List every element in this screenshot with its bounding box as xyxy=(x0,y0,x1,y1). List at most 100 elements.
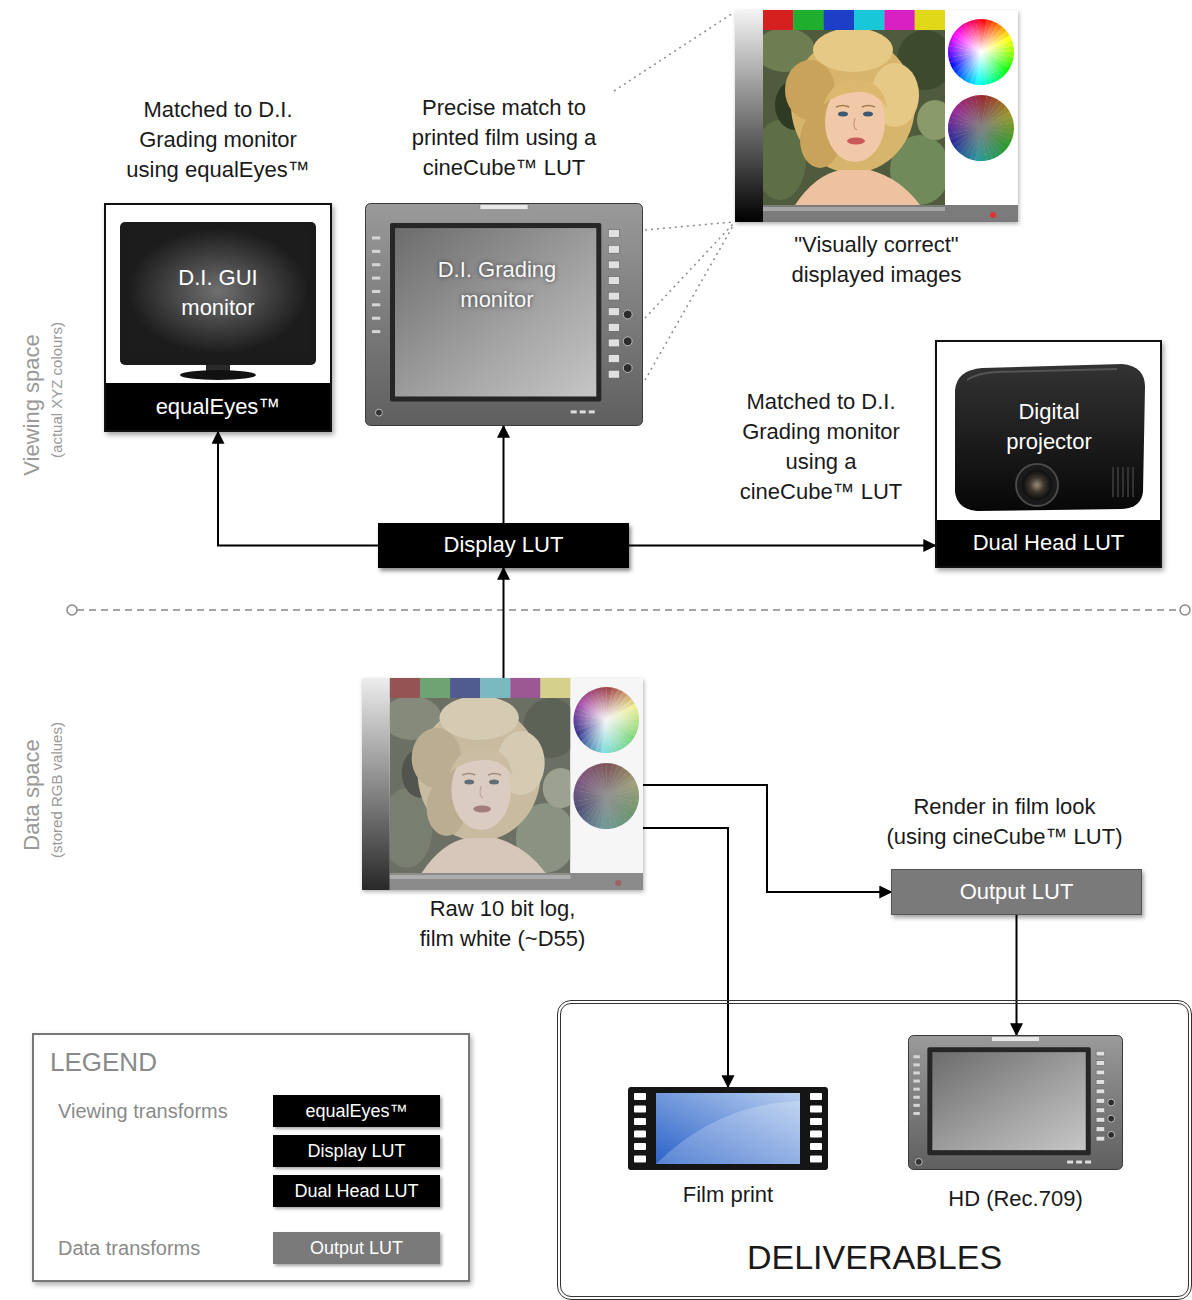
pro-illustration-part xyxy=(1096,1070,1105,1075)
proj-illustration-part xyxy=(1112,467,1114,497)
pro-illustration-part xyxy=(1108,1115,1115,1122)
photo-illustration-part xyxy=(813,30,893,72)
text-anchor: D.I. Grading monitor xyxy=(407,255,587,315)
legend-label: Output LUT xyxy=(273,1232,440,1264)
pro-illustration-part xyxy=(913,1104,919,1107)
pro-illustration-part xyxy=(372,236,380,239)
film-illustration-part xyxy=(628,1087,828,1170)
photo-illustration-part xyxy=(945,10,1018,205)
pro-illustration-part xyxy=(1108,1131,1115,1138)
pro-illustration-part xyxy=(608,370,619,378)
photo-illustration xyxy=(362,678,643,890)
photo-illustration-part xyxy=(362,678,643,890)
bar-label: equalEyes™ xyxy=(106,392,330,422)
proj-illustration-part xyxy=(1127,467,1129,497)
photo-illustration-part xyxy=(763,10,794,30)
photo-illustration-part xyxy=(543,768,571,808)
monitor-icon: HD (Rec.709) xyxy=(908,1035,1123,1170)
photo-illustration-part xyxy=(571,678,643,873)
proj-illustration-part xyxy=(1117,467,1119,497)
photo-illustration-part xyxy=(450,678,480,698)
photo-illustration-part xyxy=(420,678,450,698)
legend-swatch: equalEyes™ xyxy=(273,1095,440,1127)
lut-box: Render in film look (using cineCube™ LUT… xyxy=(891,869,1142,915)
gui-illustration-part xyxy=(180,370,256,380)
photo-illustration-part xyxy=(390,698,571,873)
node-heading: Precise match to printed film using a ci… xyxy=(410,93,598,183)
pro-illustration-part xyxy=(1096,1080,1105,1085)
photo-illustration-part xyxy=(795,170,920,205)
photo-illustration xyxy=(735,10,1018,222)
pro-illustration-part xyxy=(372,277,380,280)
photo-illustration-part xyxy=(489,780,499,785)
space-separator xyxy=(67,605,1190,615)
image-panel: Raw 10 bit log, film white (~D55) xyxy=(362,678,643,890)
photo-illustration-part xyxy=(915,10,946,30)
photo-illustration-part xyxy=(439,698,518,740)
legend-title: LEGEND xyxy=(50,1045,157,1079)
pro-illustration-part xyxy=(390,223,601,401)
photo-illustration-part xyxy=(793,10,824,30)
pro-illustration-part xyxy=(608,292,619,300)
film-illustration-part xyxy=(656,1093,800,1164)
text-anchor: Raw 10 bit log, film white (~D55) xyxy=(415,894,590,954)
pro-illustration-part xyxy=(913,1063,919,1066)
photo-illustration-part xyxy=(390,873,643,890)
pro-illustration-part xyxy=(913,1055,919,1058)
photo-illustration-part xyxy=(615,880,621,886)
legend-swatch: Dual Head LUT xyxy=(273,1175,440,1207)
pro-illustration-part xyxy=(608,277,619,285)
text-anchor: D.I. GUI monitor xyxy=(153,263,283,323)
pro-illustration-part xyxy=(608,308,619,316)
photo-illustration-part xyxy=(948,95,1014,161)
photo-illustration-part xyxy=(884,10,915,30)
film-illustration xyxy=(628,1087,828,1170)
photo-illustration-part xyxy=(449,747,513,776)
photo-illustration-part xyxy=(362,678,643,890)
text-anchor: DELIVERABLES xyxy=(561,1235,1188,1279)
pro-illustration-part xyxy=(913,1112,919,1115)
lut-box: Display LUT xyxy=(378,523,629,568)
photo-illustration-part xyxy=(763,207,945,211)
pro-illustration-part xyxy=(1067,1161,1073,1164)
pro-illustration-part xyxy=(608,323,619,331)
arrow-connector xyxy=(503,426,505,523)
film-illustration-part xyxy=(634,1093,646,1100)
photo-illustration-part xyxy=(390,678,420,698)
lut-label: Display LUT xyxy=(378,530,629,560)
space-sublabel: (actual XYZ colours) xyxy=(47,322,67,458)
photo-illustration-part xyxy=(990,212,996,218)
pro-illustration-part xyxy=(1108,1099,1115,1106)
space-label: Data space xyxy=(17,739,46,850)
bar-label: Dual Head LUT xyxy=(937,528,1160,558)
legend-swatch: Output LUT xyxy=(273,1232,440,1264)
film-illustration-part xyxy=(656,1101,800,1164)
arrow-connector xyxy=(218,432,378,546)
pro-illustration-part xyxy=(366,204,643,426)
screen-label: D.I. Grading monitor xyxy=(407,255,587,315)
dashed-divider xyxy=(77,609,1180,611)
pro-illustration-part xyxy=(372,330,380,333)
pro-illustration-part xyxy=(372,263,380,266)
proj-illustration-part xyxy=(1132,467,1134,497)
pro-illustration-part xyxy=(623,310,632,319)
pro-illustration-part xyxy=(589,410,595,413)
proj-illustration-part xyxy=(1022,470,1052,500)
pro-illustration-part xyxy=(1096,1117,1105,1122)
pro-illustration-part xyxy=(372,290,380,293)
film-illustration-part xyxy=(810,1143,822,1150)
pro-illustration-part xyxy=(1096,1136,1105,1141)
space-sublabel: (stored RGB values) xyxy=(47,722,67,858)
photo-illustration-part xyxy=(854,10,885,30)
photo-illustration-part xyxy=(422,838,546,873)
pro-illustration-part xyxy=(932,1052,1085,1150)
pro-illustration-part xyxy=(608,261,619,269)
icon-label: Film print xyxy=(608,1180,848,1210)
pro-illustration-part xyxy=(372,317,380,320)
pro-illustration-part xyxy=(915,1158,922,1165)
pro-illustration-part xyxy=(1076,1161,1082,1164)
pro-illustration-part xyxy=(909,1036,1123,1170)
gui-illustration-part xyxy=(128,229,308,353)
space-label: Viewing space xyxy=(17,334,46,475)
photo-illustration-part xyxy=(823,79,887,108)
